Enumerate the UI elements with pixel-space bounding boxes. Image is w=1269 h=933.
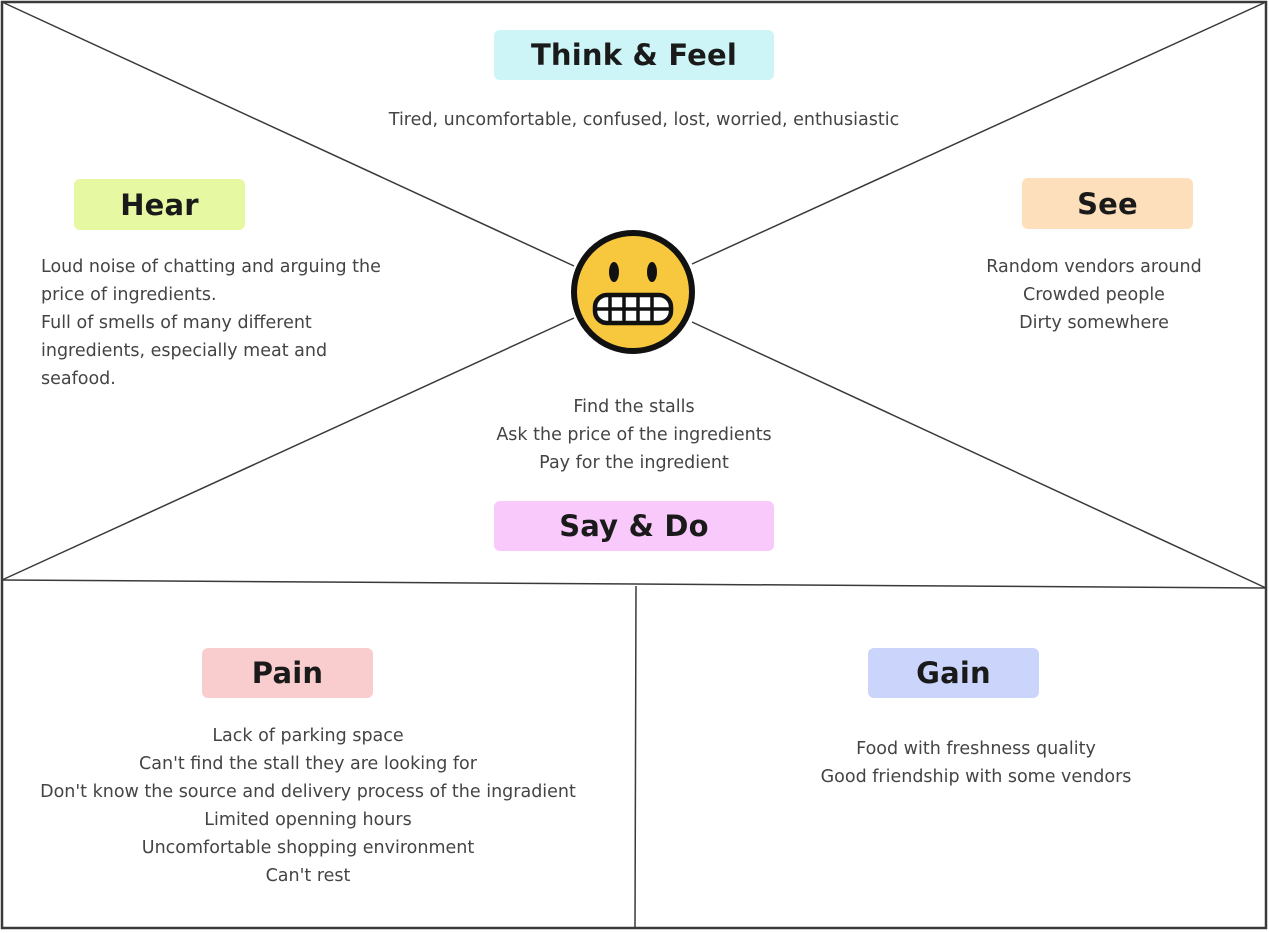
- say-do-text: Find the stalls Ask the price of the ing…: [454, 393, 814, 477]
- pain-line: Uncomfortable shopping environment: [141, 838, 475, 858]
- gain-text: Food with freshness quality Good friends…: [786, 735, 1166, 791]
- diagonal-bottom-right: [691, 321, 1267, 589]
- vertical-divider: [634, 585, 637, 929]
- pain-text: Lack of parking space Can't find the sta…: [18, 722, 598, 890]
- grimacing-face-icon: [571, 230, 695, 354]
- think-feel-title: Think & Feel: [530, 38, 738, 72]
- hear-label: Hear: [74, 179, 245, 230]
- horizontal-divider: [1, 579, 1267, 589]
- think-feel-text: Tired, uncomfortable, confused, lost, wo…: [334, 106, 954, 134]
- say-do-line: Ask the price of the ingredients: [496, 425, 772, 445]
- think-feel-label: Think & Feel: [494, 30, 774, 80]
- hear-line: seafood.: [41, 369, 116, 389]
- pain-line: Can't rest: [265, 866, 351, 886]
- hear-line: Loud noise of chatting and arguing the: [41, 257, 381, 277]
- pain-title: Pain: [251, 656, 324, 690]
- gain-line: Food with freshness quality: [856, 739, 1096, 759]
- gain-line: Good friendship with some vendors: [820, 767, 1132, 787]
- see-line: Crowded people: [1023, 285, 1165, 305]
- pain-line: Can't find the stall they are looking fo…: [139, 754, 477, 774]
- hear-line: ingredients, especially meat and: [41, 341, 328, 361]
- pain-line: Don't know the source and delivery proce…: [40, 782, 576, 802]
- pain-line: Lack of parking space: [212, 726, 404, 746]
- pain-line: Limited openning hours: [204, 810, 412, 830]
- see-text: Random vendors around Crowded people Dir…: [964, 253, 1224, 337]
- hear-title: Hear: [120, 187, 199, 222]
- see-title: See: [1077, 186, 1138, 221]
- pain-label: Pain: [202, 648, 373, 698]
- diagonal-top-left: [1, 1, 575, 267]
- say-do-line: Pay for the ingredient: [539, 453, 729, 473]
- gain-label: Gain: [868, 648, 1039, 698]
- see-line: Random vendors around: [986, 257, 1202, 277]
- say-do-line: Find the stalls: [573, 397, 695, 417]
- see-line: Dirty somewhere: [1019, 313, 1169, 333]
- gain-title: Gain: [916, 656, 991, 690]
- hear-line: price of ingredients.: [41, 285, 217, 305]
- diagonal-bottom-left: [1, 317, 575, 581]
- hear-line: Full of smells of many different: [41, 313, 312, 333]
- think-feel-line: Tired, uncomfortable, confused, lost, wo…: [388, 110, 900, 130]
- say-do-title: Say & Do: [559, 509, 709, 543]
- say-do-label: Say & Do: [494, 501, 774, 551]
- see-label: See: [1022, 178, 1193, 229]
- diagonal-top-right: [691, 1, 1267, 265]
- hear-text: Loud noise of chatting and arguing the p…: [41, 253, 421, 393]
